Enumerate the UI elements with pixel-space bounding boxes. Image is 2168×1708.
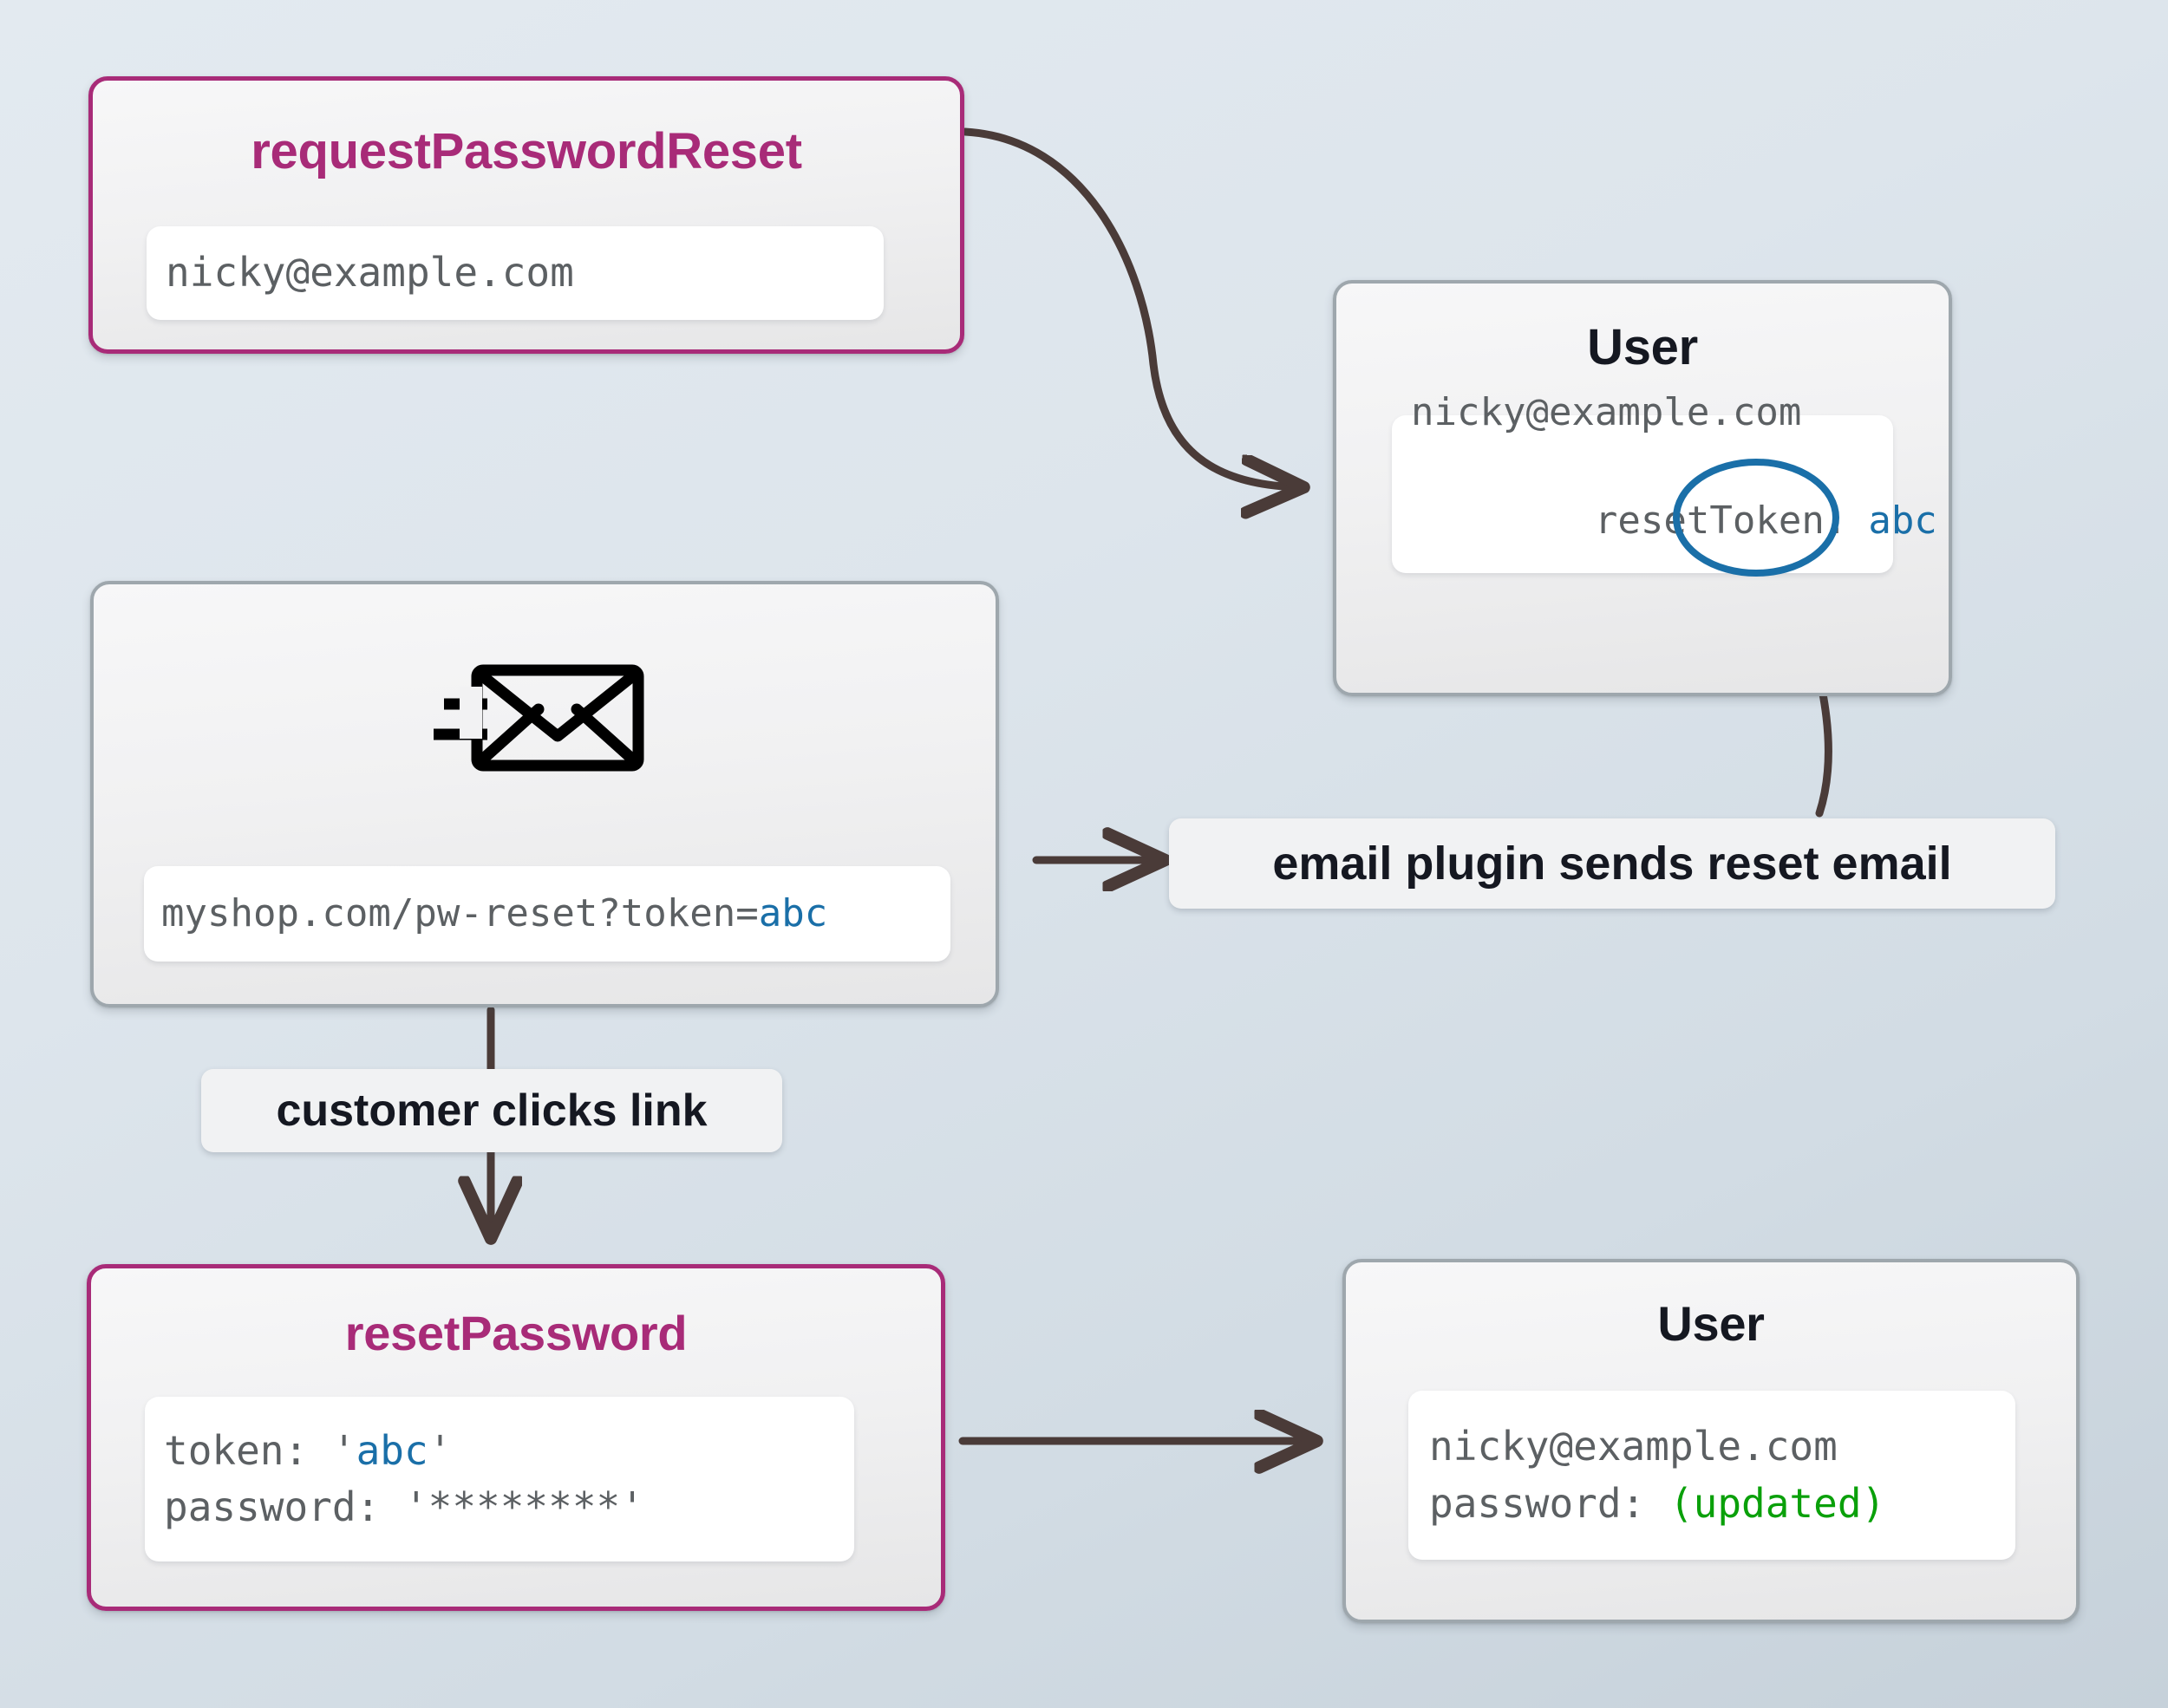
code-panel-request: nicky@example.com bbox=[147, 226, 884, 320]
reset-password-value: '********' bbox=[403, 1483, 644, 1530]
user-top-token-value: abc bbox=[1868, 499, 1937, 543]
request-email-value: nicky@example.com bbox=[166, 249, 574, 297]
edge-label-customer-clicks-link: customer clicks link bbox=[201, 1069, 782, 1152]
user-bottom-password-value: (updated) bbox=[1668, 1479, 1886, 1527]
node-title-user-top: User bbox=[1587, 319, 1698, 375]
node-email[interactable]: myshop.com/pw-reset?token=abc bbox=[90, 581, 999, 1007]
reset-password-key: password: bbox=[164, 1483, 404, 1530]
reset-token-quote-open: ' bbox=[331, 1426, 356, 1474]
code-panel-email: myshop.com/pw-reset?token=abc bbox=[144, 866, 950, 962]
node-user-bottom[interactable]: User nicky@example.com password: (update… bbox=[1342, 1259, 2080, 1623]
user-top-email-value: nicky@example.com bbox=[1411, 390, 1802, 435]
reset-token-value: abc bbox=[356, 1426, 428, 1474]
email-url-token: abc bbox=[758, 890, 828, 935]
reset-token-key: token: bbox=[164, 1426, 332, 1474]
node-title-user-bottom: User bbox=[1657, 1296, 1765, 1351]
node-title-reset-password: resetPassword bbox=[344, 1306, 688, 1360]
email-url-prefix: myshop.com/pw-reset?token= bbox=[161, 890, 759, 935]
node-request-password-reset[interactable]: requestPasswordReset nicky@example.com bbox=[88, 76, 964, 354]
node-reset-password[interactable]: resetPassword token: 'abc' password: '**… bbox=[87, 1264, 945, 1611]
user-bottom-password-key: password: bbox=[1429, 1479, 1669, 1527]
edge-request-to-user bbox=[961, 127, 1301, 487]
code-panel-user-top: nicky@example.com resetToken: abc bbox=[1392, 390, 1937, 573]
user-top-token-key: resetToken: bbox=[1594, 499, 1848, 543]
code-panel-reset: token: 'abc' password: '********' bbox=[145, 1397, 854, 1561]
user-bottom-email-value: nicky@example.com bbox=[1429, 1423, 1838, 1470]
reset-token-quote-close: ' bbox=[428, 1426, 453, 1474]
node-user-top[interactable]: User nicky@example.com resetToken: abc bbox=[1333, 280, 1952, 696]
node-title-request-password-reset: requestPasswordReset bbox=[251, 123, 802, 179]
code-panel-user-bottom: nicky@example.com password: (updated) bbox=[1408, 1391, 2015, 1560]
edge-label-email-plugin-sends-reset-email: email plugin sends reset email bbox=[1169, 818, 2055, 909]
